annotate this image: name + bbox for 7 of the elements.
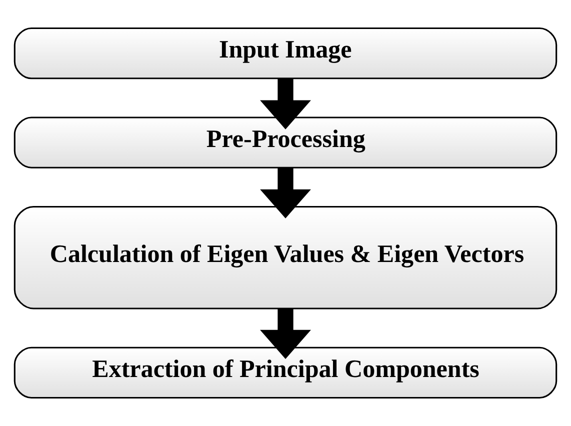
node-box: Pre-Processing xyxy=(14,116,558,168)
arrow xyxy=(260,308,311,359)
node-box: Input Image xyxy=(14,27,558,80)
node-box: Calculation of Eigen Values & Eigen Vectors xyxy=(14,206,558,310)
node-box: Extraction of Principal Components xyxy=(14,346,558,399)
arrow xyxy=(260,168,311,218)
arrow xyxy=(260,78,311,130)
